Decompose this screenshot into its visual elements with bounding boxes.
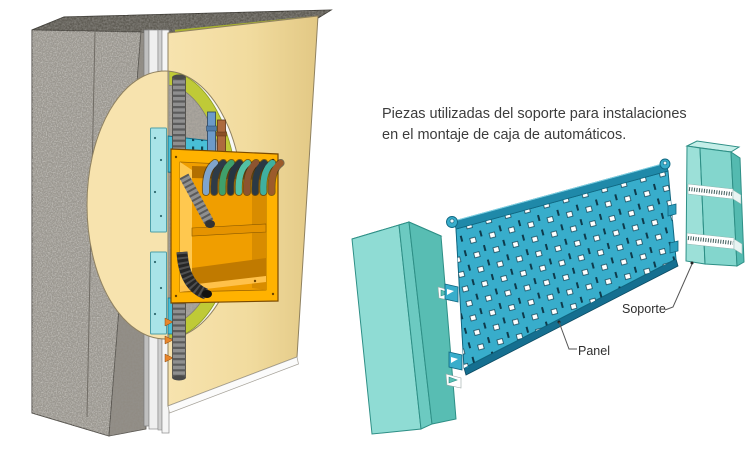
caption-line-1: Piezas utilizadas del soporte para insta… [382, 106, 687, 122]
bracket-serrated-slots [686, 183, 743, 255]
panel-side-tabs [444, 203, 679, 371]
wall-assembly-illustration [31, 9, 333, 437]
cables [201, 159, 285, 196]
soporte-leader-dot [690, 261, 694, 265]
panel-perforations [456, 171, 676, 368]
perforated-panel [444, 158, 679, 376]
box-interior-conduits [176, 173, 215, 300]
leader-lines [557, 261, 694, 350]
caption-line-2: en el montaje de caja de automáticos. [382, 127, 627, 143]
support-bracket [685, 140, 745, 267]
soporte-label: Soporte [622, 302, 666, 316]
panel-leader-line [558, 321, 577, 350]
c-channel-profile [351, 221, 462, 435]
caption: Piezas utilizadas del soporte para insta… [382, 104, 722, 146]
panel-label: Panel [578, 344, 610, 358]
anchor-wedges [164, 317, 174, 363]
board-bottom-edge [167, 356, 299, 414]
soporte-leader-line [664, 263, 693, 311]
panel-mounting-ears [446, 158, 671, 228]
exploded-parts [351, 140, 745, 435]
plasterboard-panel [86, 15, 319, 414]
